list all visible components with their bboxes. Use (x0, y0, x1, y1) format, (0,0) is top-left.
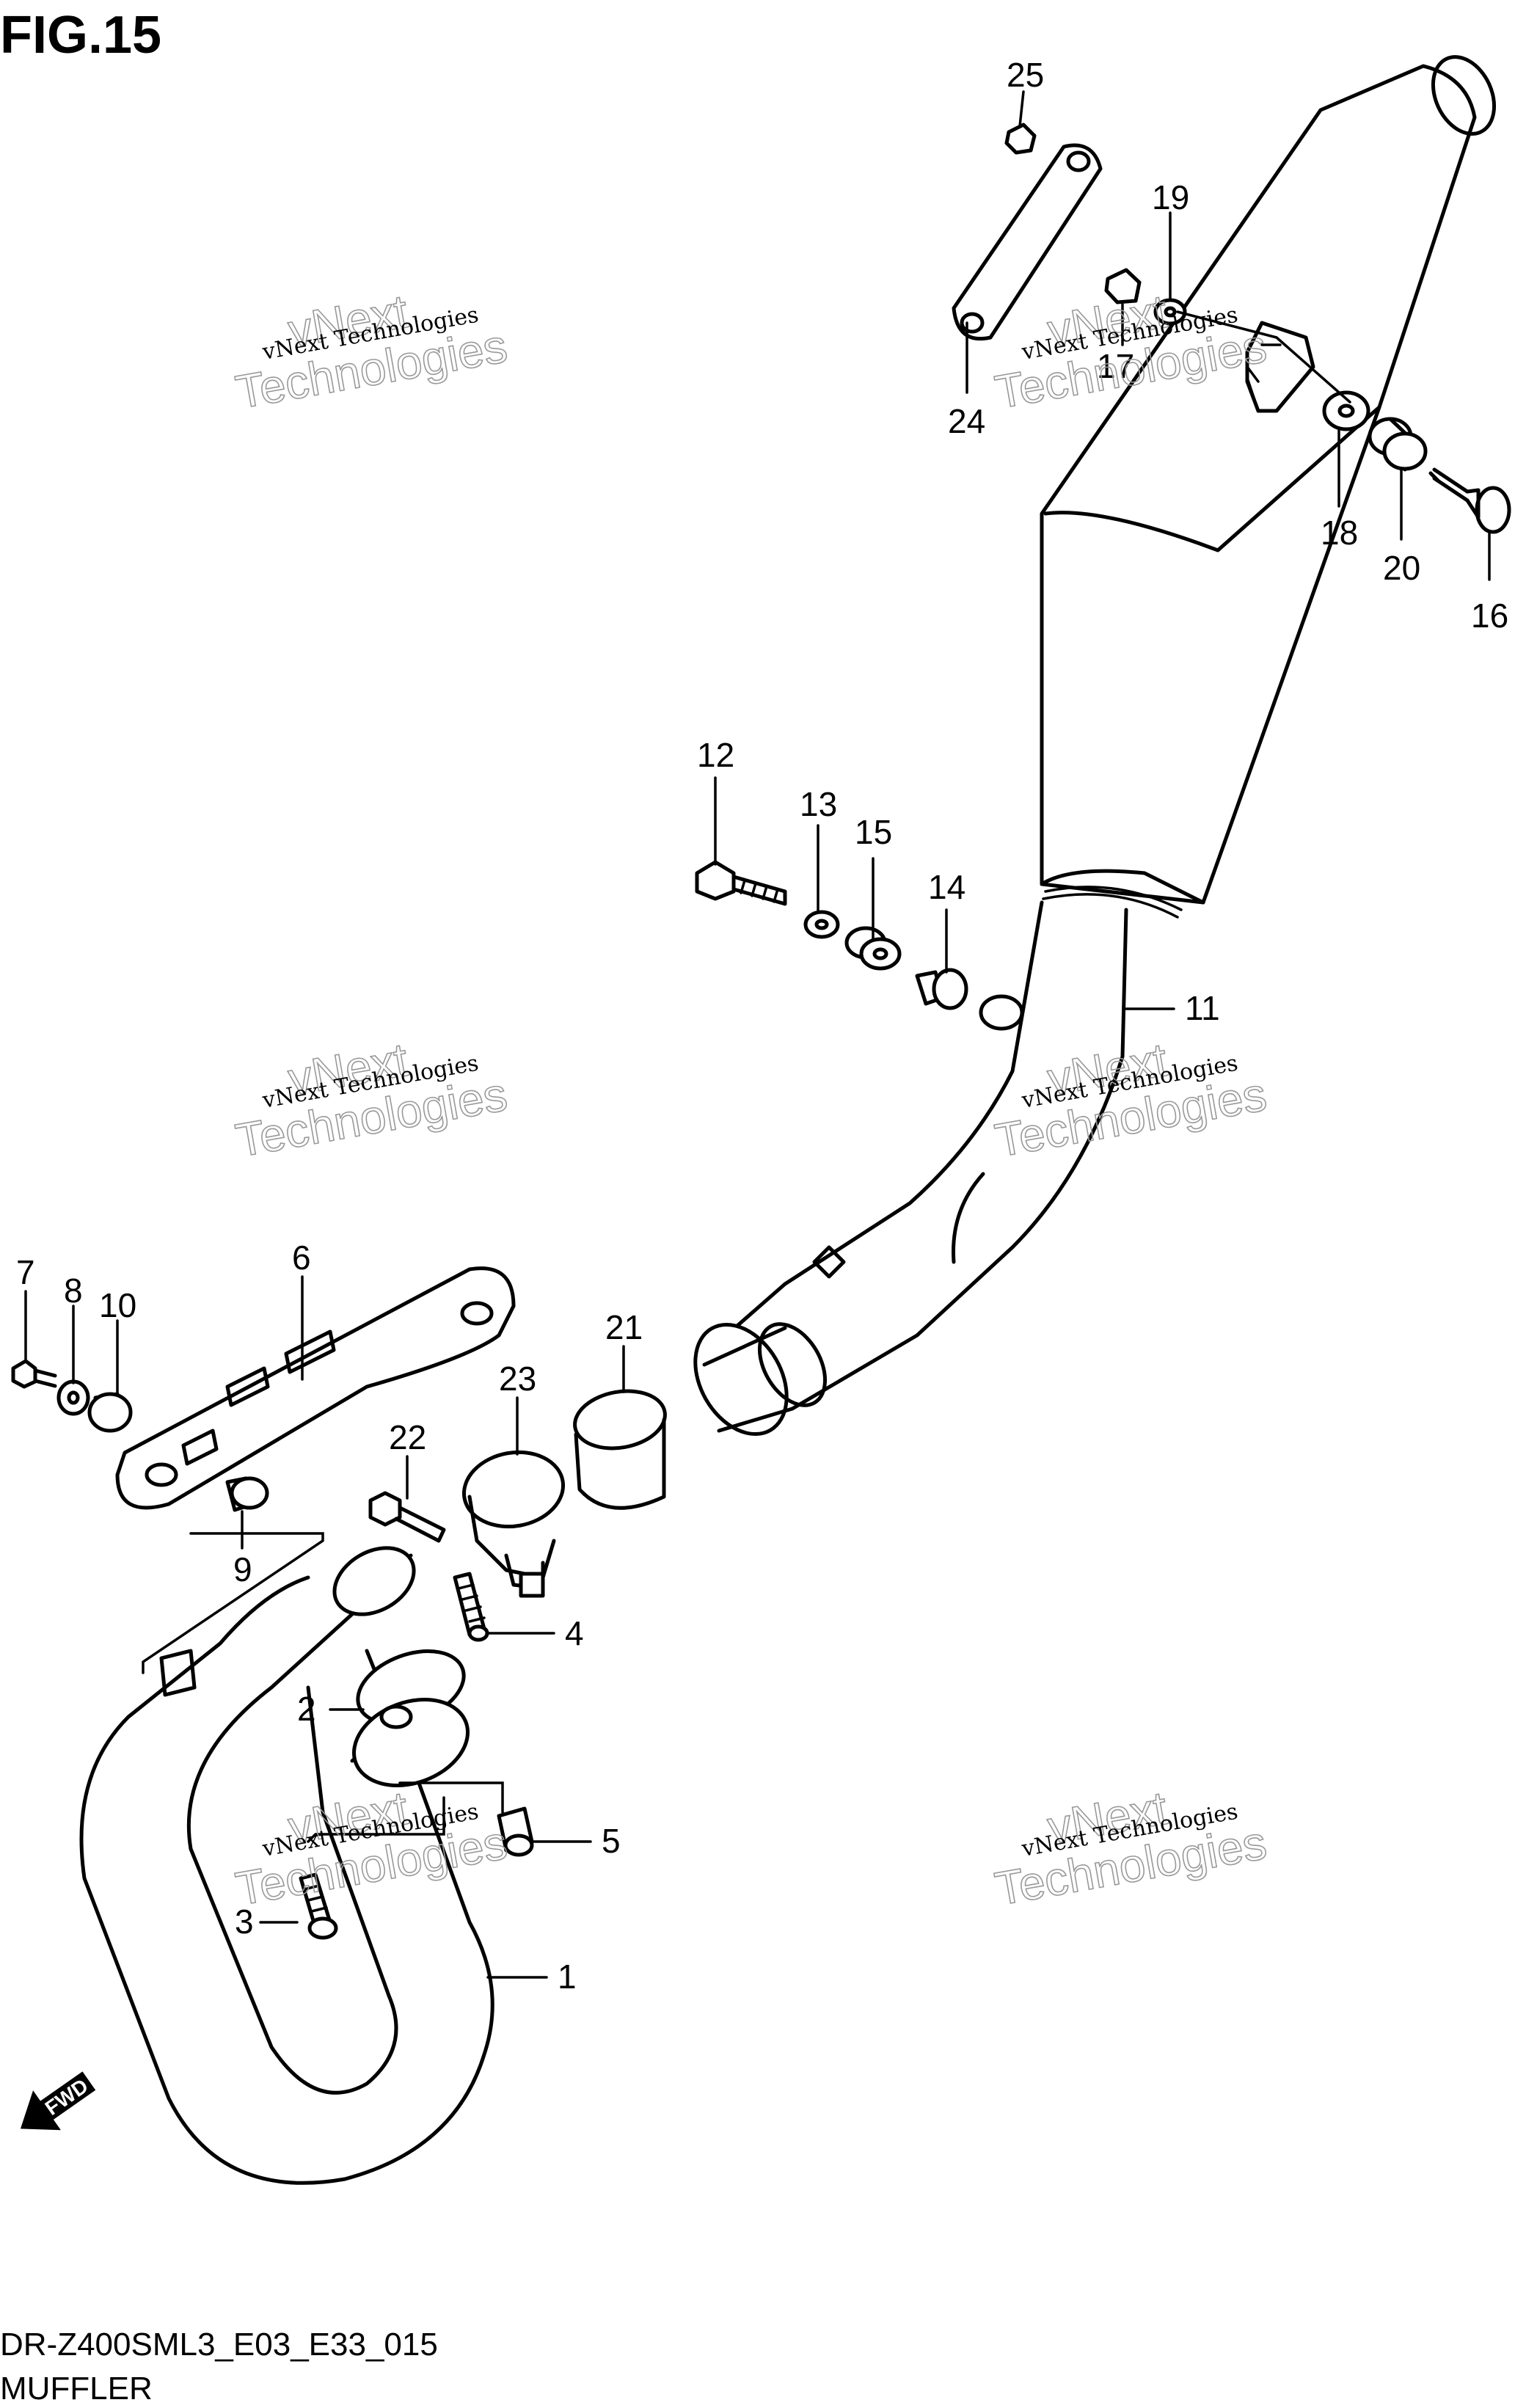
part-13-washer (803, 910, 840, 939)
part-15-washer (844, 926, 902, 971)
part-8-washer (56, 1379, 90, 1416)
diagram-code: DR-Z400SML3_E03_E33_015 (0, 2327, 438, 2363)
part-14-bush (915, 968, 968, 1010)
callout-19: 19 (1152, 178, 1189, 216)
callout-15: 15 (855, 813, 892, 851)
callout-6: 6 (292, 1238, 311, 1277)
part-22-bolt (368, 1491, 446, 1543)
callout-12: 12 (697, 736, 734, 774)
clamp-23 (461, 1450, 566, 1598)
gasket-21 (573, 1389, 667, 1510)
callout-25: 25 (1007, 56, 1044, 94)
part-17-nut (1104, 268, 1142, 304)
part-16-bolt (1428, 467, 1511, 534)
part-24-bracket (952, 143, 1103, 341)
diagram-name: MUFFLER (0, 2371, 153, 2407)
part-3-stud (299, 1872, 338, 1940)
part-7-bolt (11, 1359, 57, 1389)
part-4-stud (453, 1572, 489, 1642)
callout-3: 3 (235, 1902, 254, 1941)
muffler-body (1040, 55, 1497, 919)
callout-labels: 25 24 19 17 18 20 16 12 13 15 14 11 7 8 … (16, 56, 1508, 1996)
watermarks: Technologies vNext vNext Technologies Te… (231, 284, 1271, 1916)
callout-10: 10 (99, 1286, 136, 1324)
callout-1: 1 (558, 1958, 577, 1996)
leader-lines (24, 90, 1491, 1979)
callout-2: 2 (297, 1690, 316, 1728)
part-10-bush (87, 1392, 133, 1433)
callout-16: 16 (1471, 596, 1508, 635)
heat-shield (115, 1266, 516, 1510)
callout-11: 11 (1185, 989, 1220, 1027)
part-25-nut (1004, 123, 1037, 155)
callout-4: 4 (565, 1614, 584, 1652)
callout-24: 24 (948, 402, 985, 440)
fwd-arrow: FWD (20, 2071, 96, 2131)
callout-23: 23 (499, 1360, 536, 1398)
callout-21: 21 (605, 1308, 643, 1346)
part-9-bush (225, 1476, 269, 1512)
part-18-washer (1322, 390, 1370, 431)
mid-pipe (693, 900, 1128, 1437)
header-pipe (79, 1546, 494, 2185)
part-12-bolt (695, 860, 787, 906)
callout-7: 7 (16, 1253, 35, 1291)
callout-22: 22 (389, 1418, 426, 1456)
callout-5: 5 (602, 1822, 621, 1860)
callout-9: 9 (233, 1550, 252, 1588)
callout-8: 8 (64, 1272, 83, 1310)
figure-title: FIG.15 (0, 6, 161, 65)
part-5-nut (497, 1806, 534, 1857)
callout-20: 20 (1383, 549, 1420, 587)
callout-18: 18 (1321, 514, 1358, 552)
callout-17: 17 (1097, 347, 1134, 385)
callout-13: 13 (800, 785, 837, 823)
part-20-bush (1368, 417, 1428, 472)
callout-14: 14 (928, 868, 965, 906)
